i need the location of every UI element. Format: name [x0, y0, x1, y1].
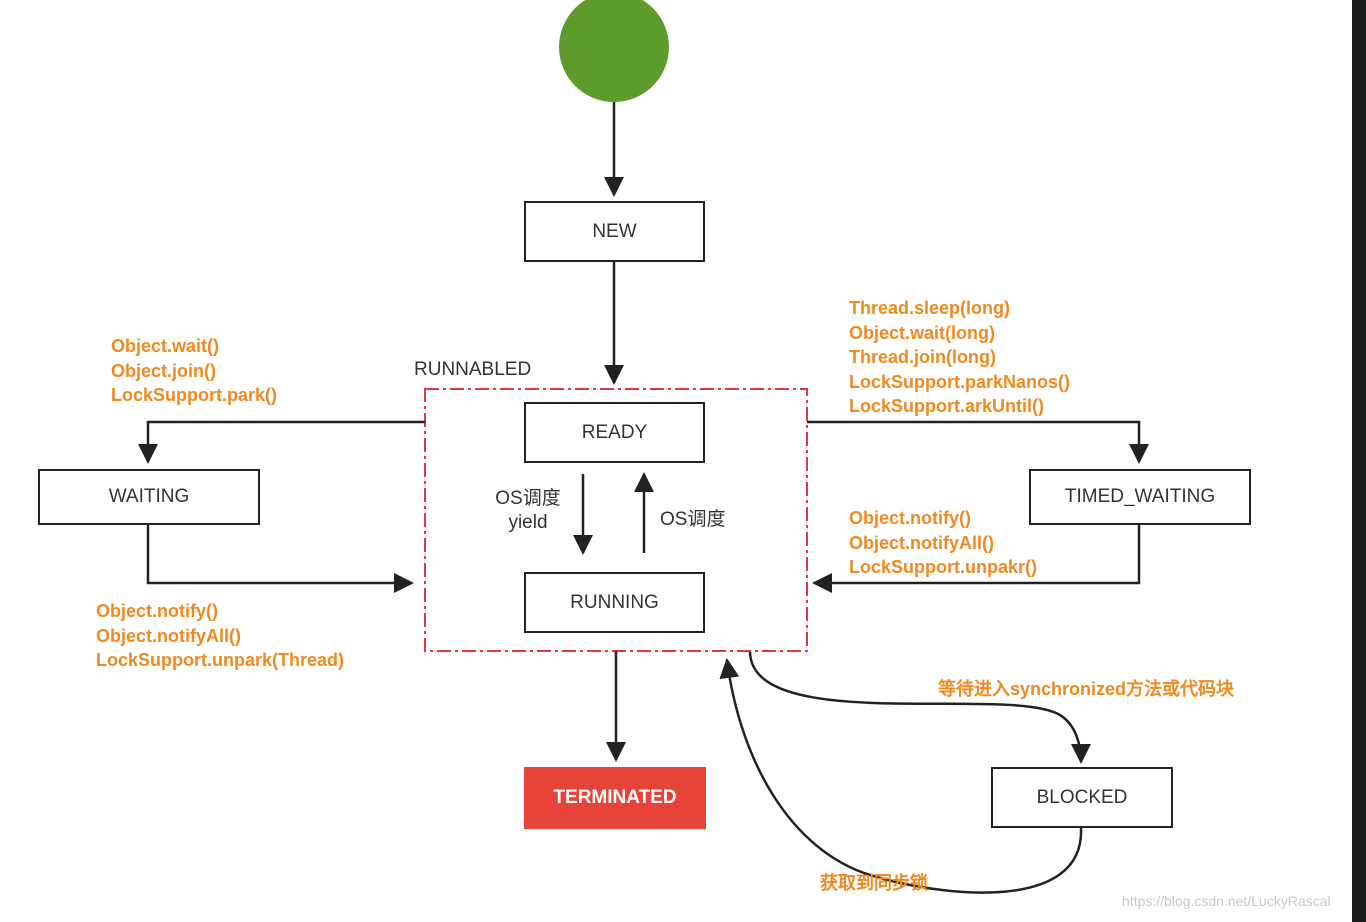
- arrow-from-waiting: [146, 525, 414, 593]
- state-new: NEW: [524, 201, 705, 262]
- state-ready: READY: [524, 402, 705, 463]
- state-waiting: WAITING: [38, 469, 260, 525]
- method-label: LockSupport.unpark(Thread): [96, 650, 345, 670]
- method-label: LockSupport.park(): [111, 385, 278, 405]
- state-running: RUNNING: [524, 572, 705, 633]
- label-running-to-ready: OS调度: [660, 509, 726, 530]
- state-timed-waiting: TIMED_WAITING: [1029, 469, 1251, 525]
- label-from-waiting: Object.notify() Object.notifyAll() LockS…: [96, 599, 344, 673]
- method-label: Object.notifyAll(): [849, 532, 994, 553]
- method-label: Thread.sleep(long): [849, 298, 1011, 318]
- state-terminated: TERMINATED: [524, 767, 706, 829]
- window-edge: [1352, 0, 1366, 922]
- arrow-to-blocked: [748, 651, 1091, 764]
- label-ready-to-running: OS调度 yield: [488, 487, 568, 535]
- label-from-blocked: 获取到同步锁: [820, 873, 928, 893]
- state-blocked: BLOCKED: [991, 767, 1173, 828]
- label-os-schedule: OS调度: [495, 488, 561, 509]
- arrow-from-timed-waiting: [812, 525, 1141, 593]
- label-from-timed-waiting: Object.notify() Object.notifyAll() LockS…: [849, 506, 1037, 580]
- method-label: Object.notify(): [849, 508, 971, 528]
- method-label: Thread.join(long): [849, 347, 996, 367]
- arrow-to-waiting: [138, 420, 425, 464]
- method-label: LockSupport.arkUntil(): [849, 396, 1045, 416]
- label-to-waiting: Object.wait() Object.join() LockSupport.…: [111, 334, 277, 408]
- label-to-timed-waiting: Thread.sleep(long) Object.wait(long) Thr…: [849, 296, 1070, 419]
- label-to-blocked: 等待进入synchronized方法或代码块: [938, 679, 1235, 699]
- watermark: https://blog.csdn.net/LuckyRascal: [1122, 893, 1331, 909]
- method-label: Object.join(): [111, 360, 216, 381]
- start-node: [559, 0, 669, 102]
- method-label: LockSupport.unpakr(): [849, 557, 1037, 577]
- method-label: Object.notifyAll(): [96, 625, 241, 646]
- method-label: LockSupport.parkNanos(): [849, 371, 1071, 392]
- method-label: Object.wait(): [111, 336, 220, 356]
- runnabled-label: RUNNABLED: [414, 359, 532, 380]
- arrow-to-timed-waiting: [807, 420, 1149, 464]
- method-label: Object.notify(): [96, 601, 218, 621]
- arrow-from-blocked: [719, 658, 1083, 894]
- method-label: Object.wait(long): [849, 322, 995, 343]
- label-yield: yield: [508, 512, 548, 533]
